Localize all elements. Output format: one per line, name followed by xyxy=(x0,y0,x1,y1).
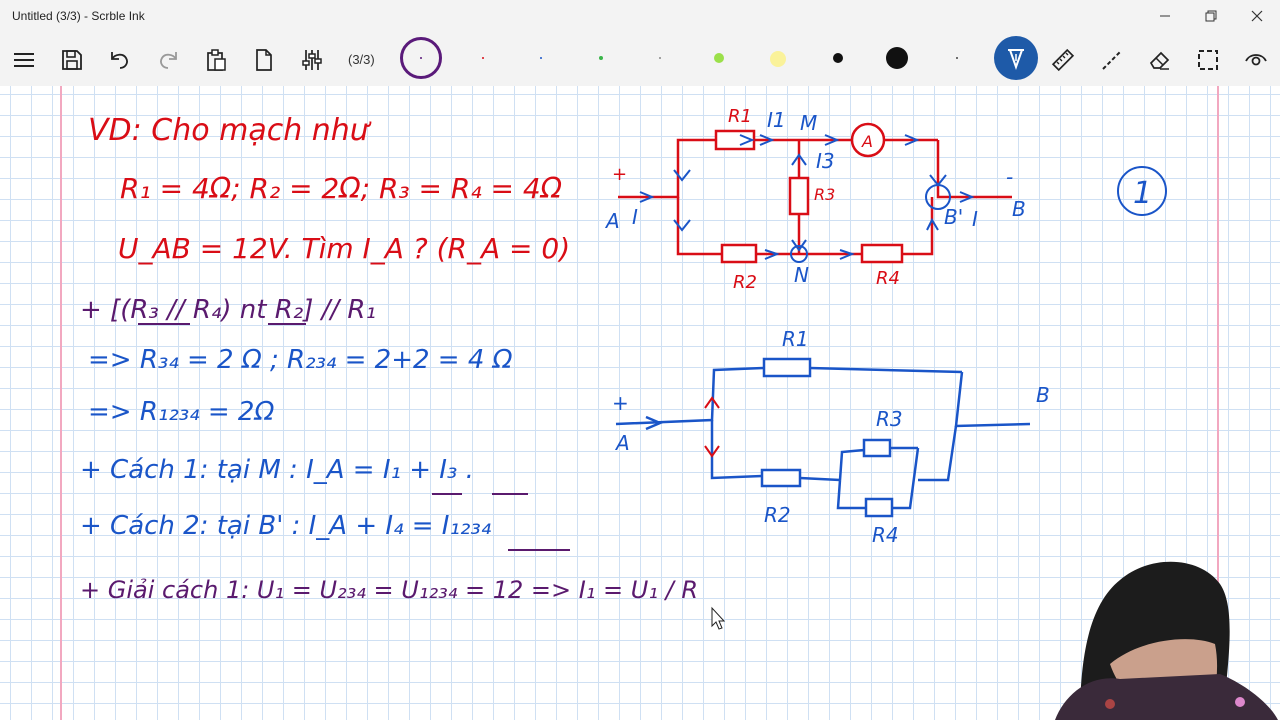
new-page-icon[interactable] xyxy=(246,42,282,78)
d1-label-bprime: B' xyxy=(944,205,963,229)
d1-label-i3: I3 xyxy=(816,149,835,173)
pen-size-option[interactable] xyxy=(659,57,661,59)
restore-icon[interactable] xyxy=(1188,0,1234,32)
d1-label-b: B xyxy=(1012,197,1026,221)
d2-label-r2: R2 xyxy=(764,503,791,527)
d1-label-minus: - xyxy=(1006,165,1013,189)
ink-canvas[interactable]: VD: Cho mạch như R₁ = 4Ω; R₂ = 2Ω; R₃ = … xyxy=(0,86,1280,720)
cursor-icon xyxy=(711,606,726,630)
d2-label-b: B xyxy=(1036,383,1050,407)
undo-icon[interactable] xyxy=(102,42,138,78)
pen-size-option[interactable] xyxy=(540,57,542,59)
note-line-3: U_AB = 12V. Tìm I_A ? (R_A = 0) xyxy=(118,232,570,265)
pen-size-option[interactable] xyxy=(956,57,958,59)
settings-sliders-icon[interactable] xyxy=(294,42,330,78)
webcam-overlay xyxy=(1055,561,1278,720)
margin-line-right xyxy=(1217,86,1219,720)
d1-label-m: M xyxy=(800,111,817,135)
pen-size-option[interactable] xyxy=(714,53,724,63)
d2-label-r1: R1 xyxy=(782,327,809,351)
line-icon[interactable] xyxy=(1094,42,1130,78)
pen-size-option[interactable] xyxy=(886,47,908,69)
note-line-8: + Cách 2: tại B' : I_A + I₄ = I₁₂₃₄ xyxy=(80,511,492,541)
pen-size-dot xyxy=(420,57,422,59)
pen-size-option[interactable] xyxy=(833,53,843,63)
note-line-6: => R₁₂₃₄ = 2Ω xyxy=(88,397,274,427)
note-line-9: + Giải cách 1: U₁ = U₂₃₄ = U₁₂₃₄ = 12 =>… xyxy=(80,576,698,604)
select-icon[interactable] xyxy=(1190,42,1226,78)
d2-label-r4: R4 xyxy=(872,523,899,547)
ink-layer: VD: Cho mạch như R₁ = 4Ω; R₂ = 2Ω; R₃ = … xyxy=(80,106,1167,630)
d1-label-i1: I1 xyxy=(767,108,786,132)
d1-label-i: I xyxy=(632,205,638,229)
d2-label-r3: R3 xyxy=(876,407,903,431)
d1-label-r3: R3 xyxy=(814,185,835,204)
ruler-icon[interactable] xyxy=(1045,42,1081,78)
view-icon[interactable] xyxy=(1238,42,1274,78)
pen-size-option[interactable] xyxy=(482,57,484,59)
d2-label-plus: + xyxy=(612,391,629,415)
close-icon[interactable] xyxy=(1234,0,1280,32)
eraser-icon[interactable] xyxy=(1142,42,1178,78)
d1-label-r2: R2 xyxy=(733,272,757,293)
minimize-icon[interactable] xyxy=(1142,0,1188,32)
ammeter-label: A xyxy=(861,132,873,151)
circuit-diagram-2: R1 R3 + A B R2 R4 xyxy=(612,327,1050,547)
pen-size-selected[interactable] xyxy=(400,37,442,79)
save-icon[interactable] xyxy=(54,42,90,78)
d1-label-i-out: I xyxy=(972,207,978,231)
note-line-4: + [(R₃ // R₄) nt R₂] // R₁ xyxy=(80,295,376,325)
note-line-1: VD: Cho mạch như xyxy=(88,113,372,148)
d2-label-a: A xyxy=(614,431,630,455)
page-indicator[interactable]: (3/3) xyxy=(348,52,375,67)
redo-icon[interactable] xyxy=(150,42,186,78)
circuit-diagram-1: A R1 R2 R4 xyxy=(604,106,1026,293)
note-line-5: => R₃₄ = 2 Ω ; R₂₃₄ = 2+2 = 4 Ω xyxy=(88,345,513,375)
margin-line-left xyxy=(60,86,62,720)
d1-label-r1: R1 xyxy=(728,106,752,127)
menu-icon[interactable] xyxy=(6,42,42,78)
title-bar: Untitled (3/3) - Scrble Ink xyxy=(0,0,1280,34)
underline-marks xyxy=(138,323,570,551)
note-line-7: + Cách 1: tại M : I_A = I₁ + I₃ . xyxy=(80,455,474,485)
pen-icon[interactable] xyxy=(994,36,1038,80)
d1-label-n: N xyxy=(794,263,809,287)
d1-label-a: A xyxy=(604,209,620,233)
toolbar: (3/3) xyxy=(0,34,1280,86)
d1-label-plus: + xyxy=(612,164,627,185)
circled-number xyxy=(1117,166,1167,216)
d1-label-r4: R4 xyxy=(876,268,900,289)
note-line-2: R₁ = 4Ω; R₂ = 2Ω; R₃ = R₄ = 4Ω xyxy=(120,172,563,205)
pen-size-option[interactable] xyxy=(599,56,603,60)
pen-size-option[interactable] xyxy=(770,51,786,67)
window-title: Untitled (3/3) - Scrble Ink xyxy=(12,9,145,23)
paste-icon[interactable] xyxy=(198,42,234,78)
circled-number-text: 1 xyxy=(1133,176,1152,211)
